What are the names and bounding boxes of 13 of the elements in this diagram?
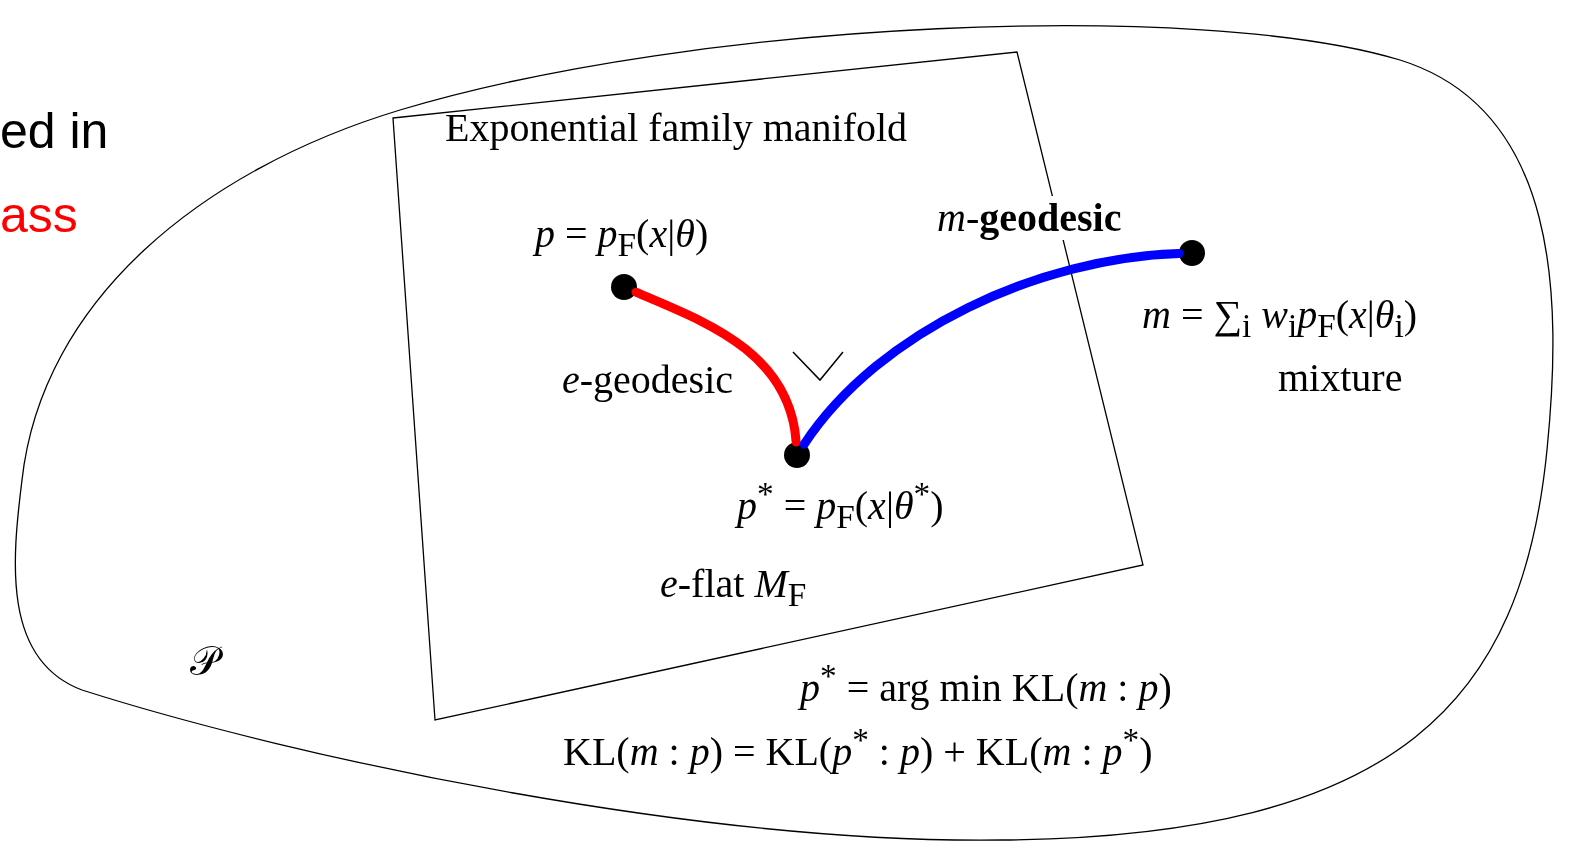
point-dot [784, 442, 810, 468]
formula: KL(m : p) = KL(p$^{*}$ : p) + KL(m : p$^{*}$) [563, 722, 1153, 775]
point-formula: m = ∑$_{i}$ w$_{i}$p$_{F}$(x|θ$_{i}$) [1142, 293, 1418, 345]
geodesic-curve [799, 248, 1184, 449]
point-caption: mixture [1278, 356, 1403, 400]
manifold-title: Exponential family manifold [445, 106, 908, 150]
slide-text: ass [0, 188, 78, 243]
point-dot [611, 274, 637, 300]
slide-text: ed in [0, 104, 109, 159]
point-dot [1179, 240, 1205, 266]
geodesic-curve [631, 287, 801, 447]
manifold-label: e-flat M$_{F}$ [660, 562, 807, 614]
edge-label: m-geodesic [935, 196, 1124, 240]
